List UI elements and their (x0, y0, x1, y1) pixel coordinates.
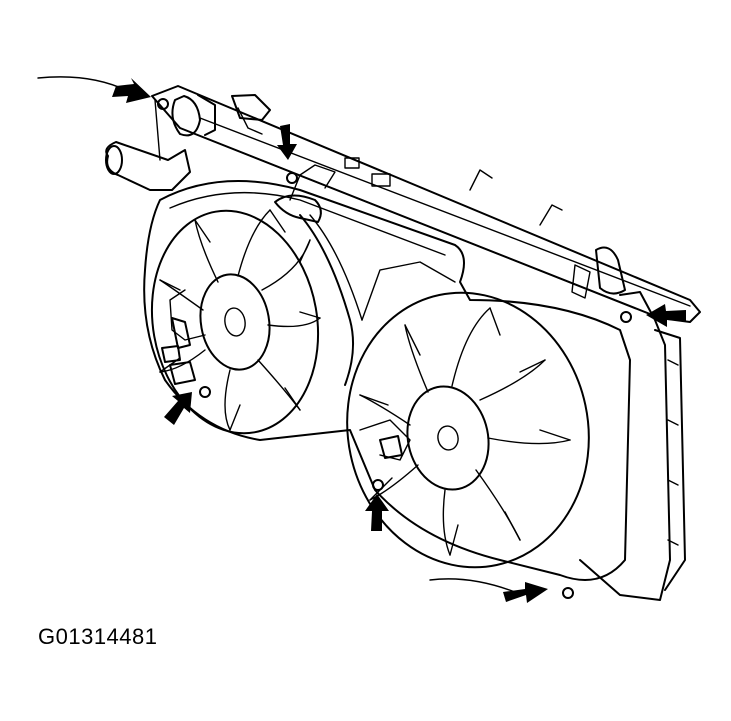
fan-shroud-icon (143, 164, 631, 581)
bolt-icon (157, 98, 169, 110)
radiator-icon (151, 85, 701, 601)
bolt-icon (620, 311, 632, 323)
inlet-hose-icon (105, 94, 271, 191)
figure-code: G01314481 (38, 624, 158, 649)
right-fan-icon (346, 291, 590, 569)
arrow-icon (112, 78, 151, 103)
leader-line-bottom (429, 578, 516, 593)
mounting-bolts (157, 98, 632, 599)
arrow-icon (277, 124, 297, 160)
callout-arrows (112, 78, 686, 603)
bolt-icon (199, 386, 211, 398)
bolt-icon (562, 587, 574, 599)
bolt-icon (372, 479, 384, 491)
arrow-icon (646, 304, 686, 327)
left-fan-icon (150, 209, 321, 435)
arrow-icon (164, 392, 192, 425)
arrow-icon (503, 582, 548, 603)
arrow-icon (365, 494, 389, 531)
bolt-icon (286, 172, 298, 184)
